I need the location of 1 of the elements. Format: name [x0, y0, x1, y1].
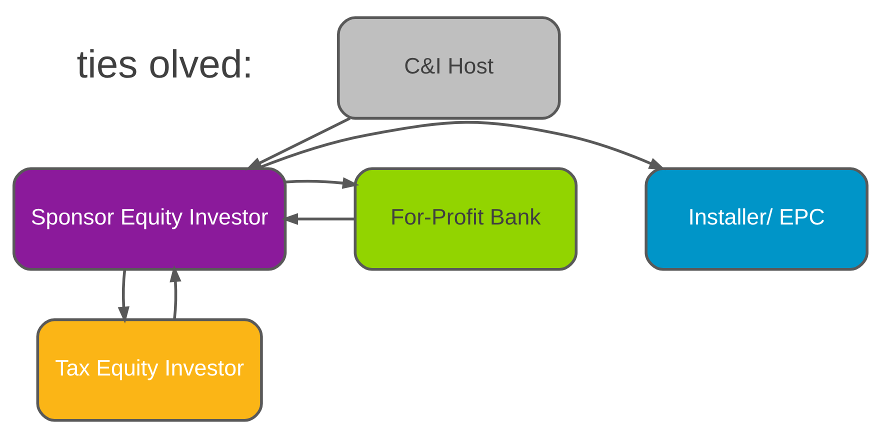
label: ties olved:	[76, 43, 254, 86]
